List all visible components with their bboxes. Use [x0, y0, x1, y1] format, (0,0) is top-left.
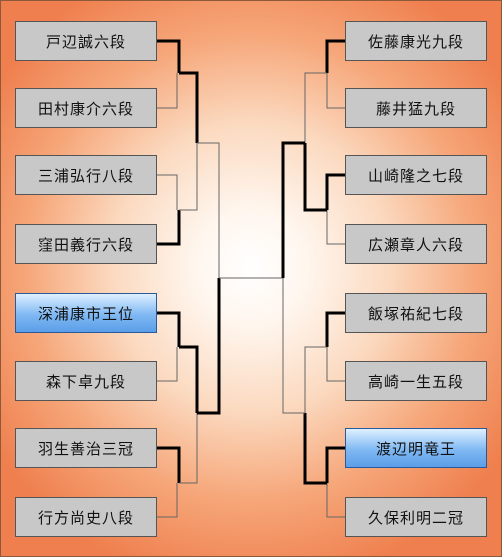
- player-right-3: 山崎隆之七段: [345, 155, 487, 195]
- player-name: 田村康介六段: [37, 99, 134, 118]
- player-right-5: 飯塚祐紀七段: [345, 293, 487, 333]
- player-left-5: 深浦康市王位: [15, 293, 157, 333]
- player-name: 山崎隆之七段: [367, 166, 464, 185]
- right-round2-lines: [303, 72, 327, 485]
- player-right-4: 広瀬章人六段: [345, 224, 487, 264]
- player-right-6: 高崎一生五段: [345, 361, 487, 401]
- player-left-7: 羽生善治三冠: [15, 428, 157, 468]
- player-name: 森下卓九段: [45, 372, 126, 391]
- player-left-8: 行方尚史八段: [15, 497, 157, 537]
- player-right-7: 渡辺明竜王: [345, 428, 487, 468]
- player-left-6: 森下卓九段: [15, 361, 157, 401]
- player-name: 久保利明二冠: [367, 508, 464, 527]
- player-name: 渡辺明竜王: [375, 439, 456, 458]
- player-name: 行方尚史八段: [37, 508, 134, 527]
- player-name: 窪田義行六段: [37, 235, 134, 254]
- left-round1-lines: [157, 39, 181, 518]
- right-round1-lines: [325, 39, 345, 518]
- player-left-4: 窪田義行六段: [15, 224, 157, 264]
- player-left-2: 田村康介六段: [15, 88, 157, 128]
- right-round3-lines: [281, 141, 305, 414]
- player-right-2: 藤井猛九段: [345, 88, 487, 128]
- player-right-8: 久保利明二冠: [345, 497, 487, 537]
- player-name: 佐藤康光九段: [367, 32, 464, 51]
- player-name: 戸辺誠六段: [45, 32, 126, 51]
- player-name: 三浦弘行八段: [37, 166, 134, 185]
- player-left-1: 戸辺誠六段: [15, 21, 157, 61]
- left-round3-lines: [197, 142, 221, 415]
- player-name: 深浦康市王位: [37, 304, 134, 323]
- left-round2-lines: [179, 71, 199, 484]
- player-name: 高崎一生五段: [367, 372, 464, 391]
- player-name: 広瀬章人六段: [367, 235, 464, 254]
- player-left-3: 三浦弘行八段: [15, 155, 157, 195]
- player-name: 羽生善治三冠: [37, 439, 134, 458]
- player-right-1: 佐藤康光九段: [345, 21, 487, 61]
- player-name: 藤井猛九段: [375, 99, 456, 118]
- player-name: 飯塚祐紀七段: [367, 304, 464, 323]
